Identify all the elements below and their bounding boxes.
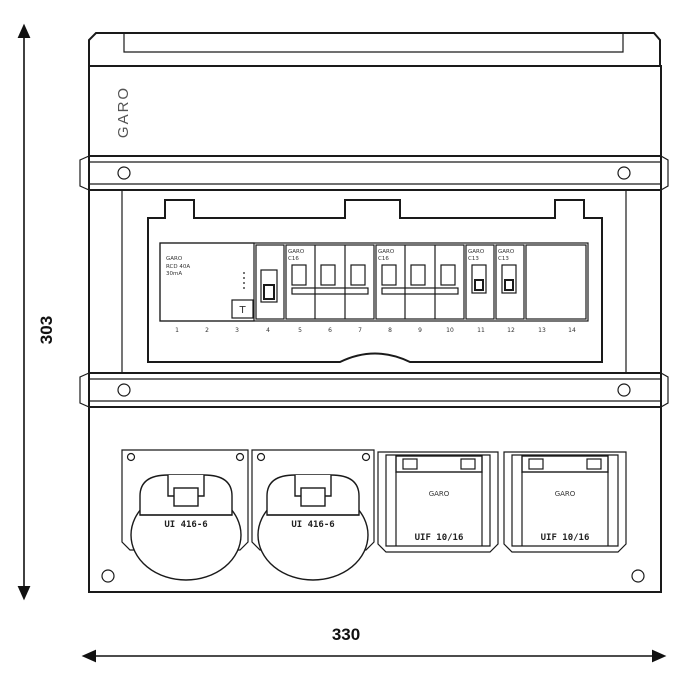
rcd-rating: RCD 40A bbox=[166, 264, 190, 270]
breaker-brand: GARO bbox=[468, 249, 485, 255]
breaker-model: C13 bbox=[468, 256, 479, 262]
screw-icon bbox=[117, 166, 131, 180]
width-dimension: 330 bbox=[81, 625, 667, 663]
screw-icon bbox=[117, 383, 131, 397]
brand-logo: GARO bbox=[115, 86, 132, 138]
socket-label: UIF 10/16 bbox=[415, 533, 464, 543]
rcd-unit: GARO RCD 40A 30mA T bbox=[159, 242, 255, 322]
height-dimension: 303 bbox=[17, 23, 56, 601]
rcd-toggle[interactable] bbox=[263, 284, 275, 300]
socket-schuko-1: GARO UIF 10/16 bbox=[377, 451, 499, 553]
terminal-number: 7 bbox=[358, 327, 362, 334]
terminal-number: 2 bbox=[205, 327, 209, 334]
socket-brand: GARO bbox=[555, 490, 576, 498]
socket-brand: GARO bbox=[429, 490, 450, 498]
breaker-single-a: GARO C13 bbox=[465, 244, 495, 320]
rcd-sensitivity: 30mA bbox=[166, 271, 182, 277]
socket-schuko-2: GARO UIF 10/16 bbox=[503, 451, 627, 553]
rcd-brand: GARO bbox=[166, 256, 183, 262]
socket-lid[interactable] bbox=[521, 455, 609, 473]
breaker-three-pole-a: GARO C16 bbox=[285, 244, 375, 320]
breaker-brand: GARO bbox=[288, 249, 305, 255]
breaker-toggle-bar[interactable] bbox=[291, 287, 369, 295]
socket-cee-2: UI 416-6 bbox=[251, 449, 375, 581]
screw-icon bbox=[101, 569, 115, 583]
terminal-number: 6 bbox=[328, 327, 332, 334]
socket-lid[interactable] bbox=[395, 455, 483, 473]
breaker-three-pole-b: GARO C16 bbox=[375, 244, 465, 320]
socket-label: UIF 10/16 bbox=[541, 533, 590, 543]
screw-icon bbox=[617, 166, 631, 180]
socket-label: UI 416-6 bbox=[164, 520, 207, 530]
terminal-number: 1 bbox=[175, 327, 179, 334]
screw-icon bbox=[631, 569, 645, 583]
breaker-brand: GARO bbox=[378, 249, 395, 255]
rcd-switch bbox=[255, 244, 285, 320]
rcd-test-button[interactable] bbox=[231, 299, 254, 319]
breaker-model: C13 bbox=[498, 256, 509, 262]
width-label: 330 bbox=[332, 625, 360, 644]
terminal-number: 9 bbox=[418, 327, 422, 334]
terminal-number: 8 bbox=[388, 327, 392, 334]
breaker-model: C16 bbox=[378, 256, 389, 262]
breaker-model: C16 bbox=[288, 256, 299, 262]
enclosure-body bbox=[79, 32, 669, 593]
height-label: 303 bbox=[37, 316, 56, 344]
terminal-number: 4 bbox=[266, 327, 270, 334]
breaker-single-b: GARO C13 bbox=[495, 244, 525, 320]
terminal-number: 14 bbox=[568, 327, 576, 334]
breaker-toggle[interactable] bbox=[504, 279, 514, 291]
terminal-number: 13 bbox=[538, 327, 546, 334]
terminal-number: 12 bbox=[507, 327, 515, 334]
breaker-brand: GARO bbox=[498, 249, 515, 255]
blank-module bbox=[525, 244, 587, 320]
rcd-test-label: T bbox=[238, 305, 246, 316]
terminal-number: 3 bbox=[235, 327, 239, 334]
terminal-number: 10 bbox=[446, 327, 454, 334]
socket-cee-1: UI 416-6 bbox=[121, 449, 249, 581]
breaker-toggle-bar[interactable] bbox=[381, 287, 459, 295]
screw-icon bbox=[617, 383, 631, 397]
breaker-toggle[interactable] bbox=[474, 279, 484, 291]
socket-label: UI 416-6 bbox=[291, 520, 334, 530]
breaker-window bbox=[147, 199, 603, 363]
terminal-number: 11 bbox=[477, 327, 485, 334]
terminal-number: 5 bbox=[298, 327, 302, 334]
terminal-numbers: 1 2 3 4 5 6 7 8 9 10 11 12 13 14 bbox=[175, 327, 576, 334]
